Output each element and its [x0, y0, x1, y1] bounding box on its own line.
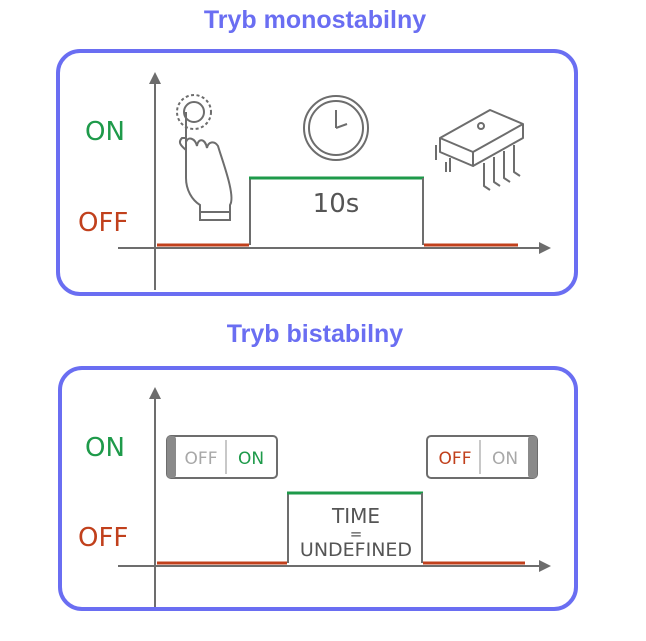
- switch-right: OFF ON: [426, 435, 538, 479]
- monostable-axes: [118, 72, 551, 290]
- bi-undefined-label: UNDEFINED: [300, 539, 412, 561]
- mono-signal: [157, 176, 518, 247]
- mono-duration-label: 10s: [313, 189, 360, 219]
- switch-right-on-label: ON: [492, 449, 518, 469]
- mono-on-label: ON: [85, 117, 125, 147]
- bi-off-label: OFF: [78, 523, 128, 553]
- hand-press-icon: [176, 94, 233, 221]
- switch-left-off-label: OFF: [185, 449, 218, 469]
- monostable-panel: [56, 49, 578, 296]
- bi-equals-label: =: [350, 525, 363, 543]
- switch-right-off-label: OFF: [439, 449, 472, 469]
- bistable-axes: [118, 387, 551, 607]
- mono-off-label: OFF: [78, 208, 128, 238]
- monostable-title: Tryb monostabilny: [203, 6, 427, 34]
- bistable-panel: [58, 366, 578, 611]
- ic-chip-icon: [435, 109, 524, 191]
- clock-icon: [303, 95, 369, 161]
- switch-left-on-label: ON: [238, 449, 264, 469]
- bi-time-label: TIME: [331, 504, 380, 528]
- bi-on-label: ON: [85, 433, 125, 463]
- bi-signal: [157, 491, 525, 565]
- switch-left: OFF ON: [166, 435, 278, 479]
- bistable-title: Tryb bistabilny: [226, 320, 404, 348]
